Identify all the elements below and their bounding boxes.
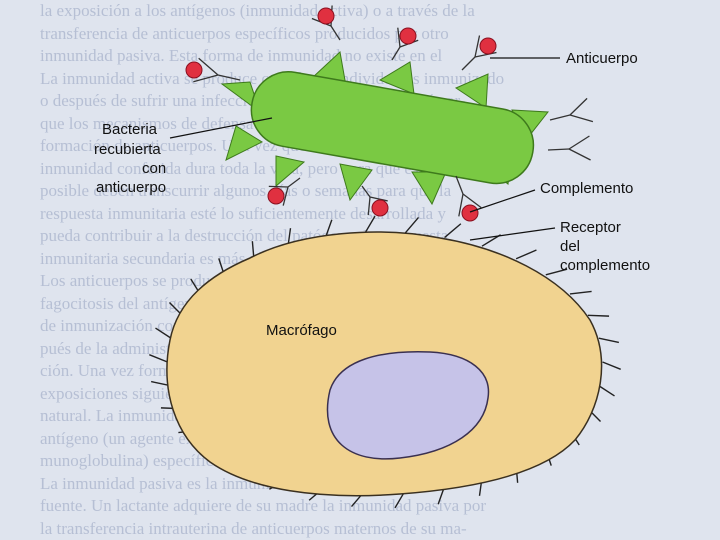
bacterium-spike xyxy=(275,155,306,188)
antibody-arm xyxy=(568,148,591,161)
antibody-stem xyxy=(217,74,241,81)
antibody xyxy=(391,27,419,61)
antibody-arm xyxy=(462,193,482,209)
antibody xyxy=(267,177,301,206)
antibody-stem xyxy=(455,175,464,195)
background-text-line: transferencia de anticuerpos específicos… xyxy=(40,23,449,43)
antibody xyxy=(547,135,591,161)
label-receptor: Receptor del complemento xyxy=(560,219,650,274)
antibody-arm xyxy=(397,27,401,48)
antibody-stem xyxy=(330,25,341,41)
antibodies xyxy=(185,5,594,222)
coated-bacterium xyxy=(185,5,594,222)
background-text-line: respuesta inmunitaria esté lo suficiente… xyxy=(40,203,446,223)
antibody xyxy=(549,97,594,123)
antibody xyxy=(311,5,341,41)
complement-dot xyxy=(399,27,417,45)
background-text-line: fuente. Un lactante adquiere de su madre… xyxy=(40,496,487,515)
antibody xyxy=(361,185,389,217)
antibody-arm xyxy=(282,186,289,206)
leader-lines xyxy=(169,57,560,241)
antibody-arm xyxy=(193,74,219,83)
leader-bacteria xyxy=(169,117,273,139)
label-bacteria-line2: recubierta xyxy=(94,141,161,158)
complement-dot xyxy=(267,187,285,205)
antibody-stem xyxy=(549,114,571,121)
antibody-stem xyxy=(461,56,476,71)
complement-receptor xyxy=(149,354,168,363)
macrophage-nucleus xyxy=(326,351,490,460)
antibody xyxy=(185,57,241,83)
label-anticuerpo: Anticuerpo xyxy=(566,50,638,67)
complement-dot xyxy=(461,204,479,222)
complement-receptor xyxy=(598,385,615,397)
label-bacteria-line3: con xyxy=(142,160,166,177)
complement-dot xyxy=(317,7,335,25)
antibody-arm xyxy=(474,35,481,58)
bacterium-body xyxy=(250,71,535,185)
complement-receptor xyxy=(515,249,537,260)
macrophage xyxy=(149,215,621,509)
antibody-arm xyxy=(458,193,464,217)
complement-receptor xyxy=(587,314,610,317)
antibody xyxy=(461,35,497,71)
complement-receptor xyxy=(569,290,592,295)
complement-receptor xyxy=(155,327,172,339)
complement-dot xyxy=(479,37,497,55)
label-receptor-line3: complemento xyxy=(560,257,650,274)
background-text-line: la transferencia intrauterina de anticue… xyxy=(40,518,467,538)
bacterium-spikes xyxy=(220,51,549,206)
antibody-stem xyxy=(361,185,371,198)
antibody-stem xyxy=(287,177,301,188)
bacterium-spike xyxy=(378,61,415,95)
antibody-arm xyxy=(569,97,588,116)
antibody-arm xyxy=(268,185,289,188)
label-receptor-line1: Receptor xyxy=(560,219,621,236)
antibody-arm xyxy=(369,196,388,202)
leader-complemento xyxy=(469,189,536,213)
complement-receptor xyxy=(364,215,376,234)
bacterium-spike xyxy=(339,163,373,202)
label-bacteria: Bacteria recubierta con anticuerpo xyxy=(94,121,170,196)
antibody-stem xyxy=(391,46,401,61)
bacterium-spike xyxy=(225,125,264,161)
label-receptor-line2: del xyxy=(560,238,580,255)
antibody xyxy=(455,175,482,222)
bacterium-spike xyxy=(411,171,447,206)
antibody-arm xyxy=(474,51,497,58)
leader-receptor xyxy=(469,227,556,241)
antibody-arm xyxy=(568,135,590,150)
complement-receptor xyxy=(602,361,621,370)
complement-receptor xyxy=(404,217,420,234)
complement-receptor xyxy=(598,337,620,344)
complement-dot xyxy=(185,61,203,79)
antibody-arm xyxy=(367,196,371,216)
label-complemento: Complemento xyxy=(540,180,633,197)
label-bacteria-line4: anticuerpo xyxy=(96,179,166,196)
complement-receptor xyxy=(545,268,568,276)
antibody-arm xyxy=(198,57,219,76)
label-macrofago: Macrófago xyxy=(266,322,337,339)
complement-dot xyxy=(371,199,389,217)
antibody-arm xyxy=(569,114,594,123)
background-text-line: la exposición a los antígenos (inmunidad… xyxy=(40,1,475,20)
antibody-stem xyxy=(547,148,570,151)
complement-receptor xyxy=(444,223,462,239)
complement-receptor xyxy=(324,219,333,238)
label-bacteria-line1: Bacteria xyxy=(102,121,158,138)
bacterium-spike xyxy=(454,73,489,109)
